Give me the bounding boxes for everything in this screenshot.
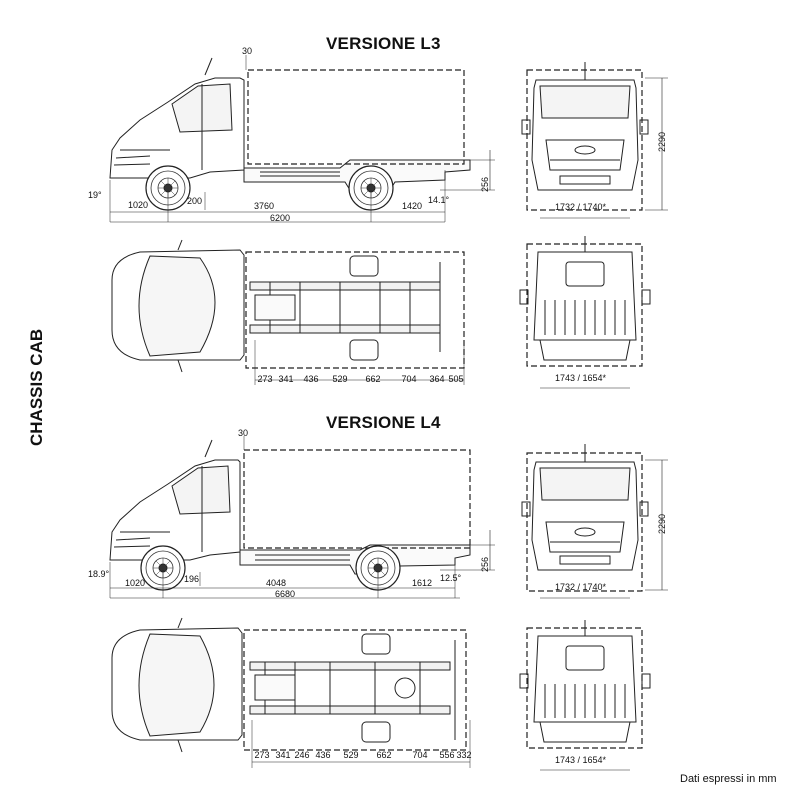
l4-side-view	[109, 436, 495, 599]
l4-overhang-front: 1020	[125, 578, 146, 588]
l4-segment: 436	[315, 750, 331, 760]
l4-segment: 704	[412, 750, 428, 760]
l3-segment: 505	[448, 374, 464, 384]
l4-segment: 273	[254, 750, 270, 760]
l4-front-track: 1732 / 1740*	[555, 582, 607, 592]
l3-rear-overhang: 1420	[402, 201, 423, 211]
l4-top-gap: 30	[238, 428, 249, 438]
l4-segment: 341	[275, 750, 291, 760]
l3-segment: 662	[365, 374, 381, 384]
l4-front-height: 2290	[657, 513, 667, 534]
l4-rear-view	[519, 620, 651, 771]
l3-angle-front: 19°	[88, 190, 102, 200]
l4-segment: 529	[343, 750, 359, 760]
l3-rear-track: 1743 / 1654*	[555, 373, 607, 383]
l4-segment: 662	[376, 750, 392, 760]
l4-segment: 332	[456, 750, 472, 760]
l4-segment-row: 273 341 246 436 529 662 704 556 332	[252, 750, 472, 760]
l4-top-view	[111, 617, 471, 768]
l3-overhang-front: 1020	[128, 200, 149, 210]
l3-total-length: 6200	[270, 213, 291, 223]
l4-angle-front: 18.9°	[88, 569, 110, 579]
l4-segment: 556	[439, 750, 455, 760]
footer-note: Dati espressi in mm	[680, 773, 777, 785]
l3-segment: 273	[257, 374, 273, 384]
l3-wheelbase: 3760	[254, 201, 275, 211]
l3-segment: 364	[429, 374, 445, 384]
l4-rear-overhang: 1612	[412, 578, 433, 588]
l4-total-length: 6680	[275, 589, 296, 599]
l3-segment: 529	[332, 374, 348, 384]
side-label: CHASSIS CAB	[27, 328, 46, 446]
l3-top-gap: 30	[242, 46, 253, 56]
l3-ground-clearance: 200	[187, 196, 203, 206]
l4-wheelbase: 4048	[266, 578, 287, 588]
l3-front-view	[521, 62, 668, 219]
l4-front-view	[521, 444, 668, 599]
l4-segment: 246	[294, 750, 310, 760]
l3-segment-row: 273 341 436 529 662 704 364 505	[255, 374, 465, 384]
l3-frame-height: 256	[480, 176, 490, 192]
l3-top-view	[111, 239, 465, 385]
l3-front-height: 2290	[657, 131, 667, 152]
l4-angle-rear: 12.5°	[440, 573, 462, 583]
l3-side-view	[109, 55, 495, 223]
l3-front-track: 1732 / 1740*	[555, 202, 607, 212]
l4-frame-height: 256	[480, 556, 490, 572]
l4-ground-clearance: 196	[184, 574, 200, 584]
l3-segment: 341	[278, 374, 294, 384]
l4-rear-track: 1743 / 1654*	[555, 755, 607, 765]
l3-rear-view	[519, 236, 651, 389]
l3-title: VERSIONE L3	[326, 34, 441, 53]
l3-segment: 704	[401, 374, 417, 384]
l4-title: VERSIONE L4	[326, 413, 441, 432]
l3-angle-rear: 14.1°	[428, 195, 450, 205]
l3-segment: 436	[303, 374, 319, 384]
